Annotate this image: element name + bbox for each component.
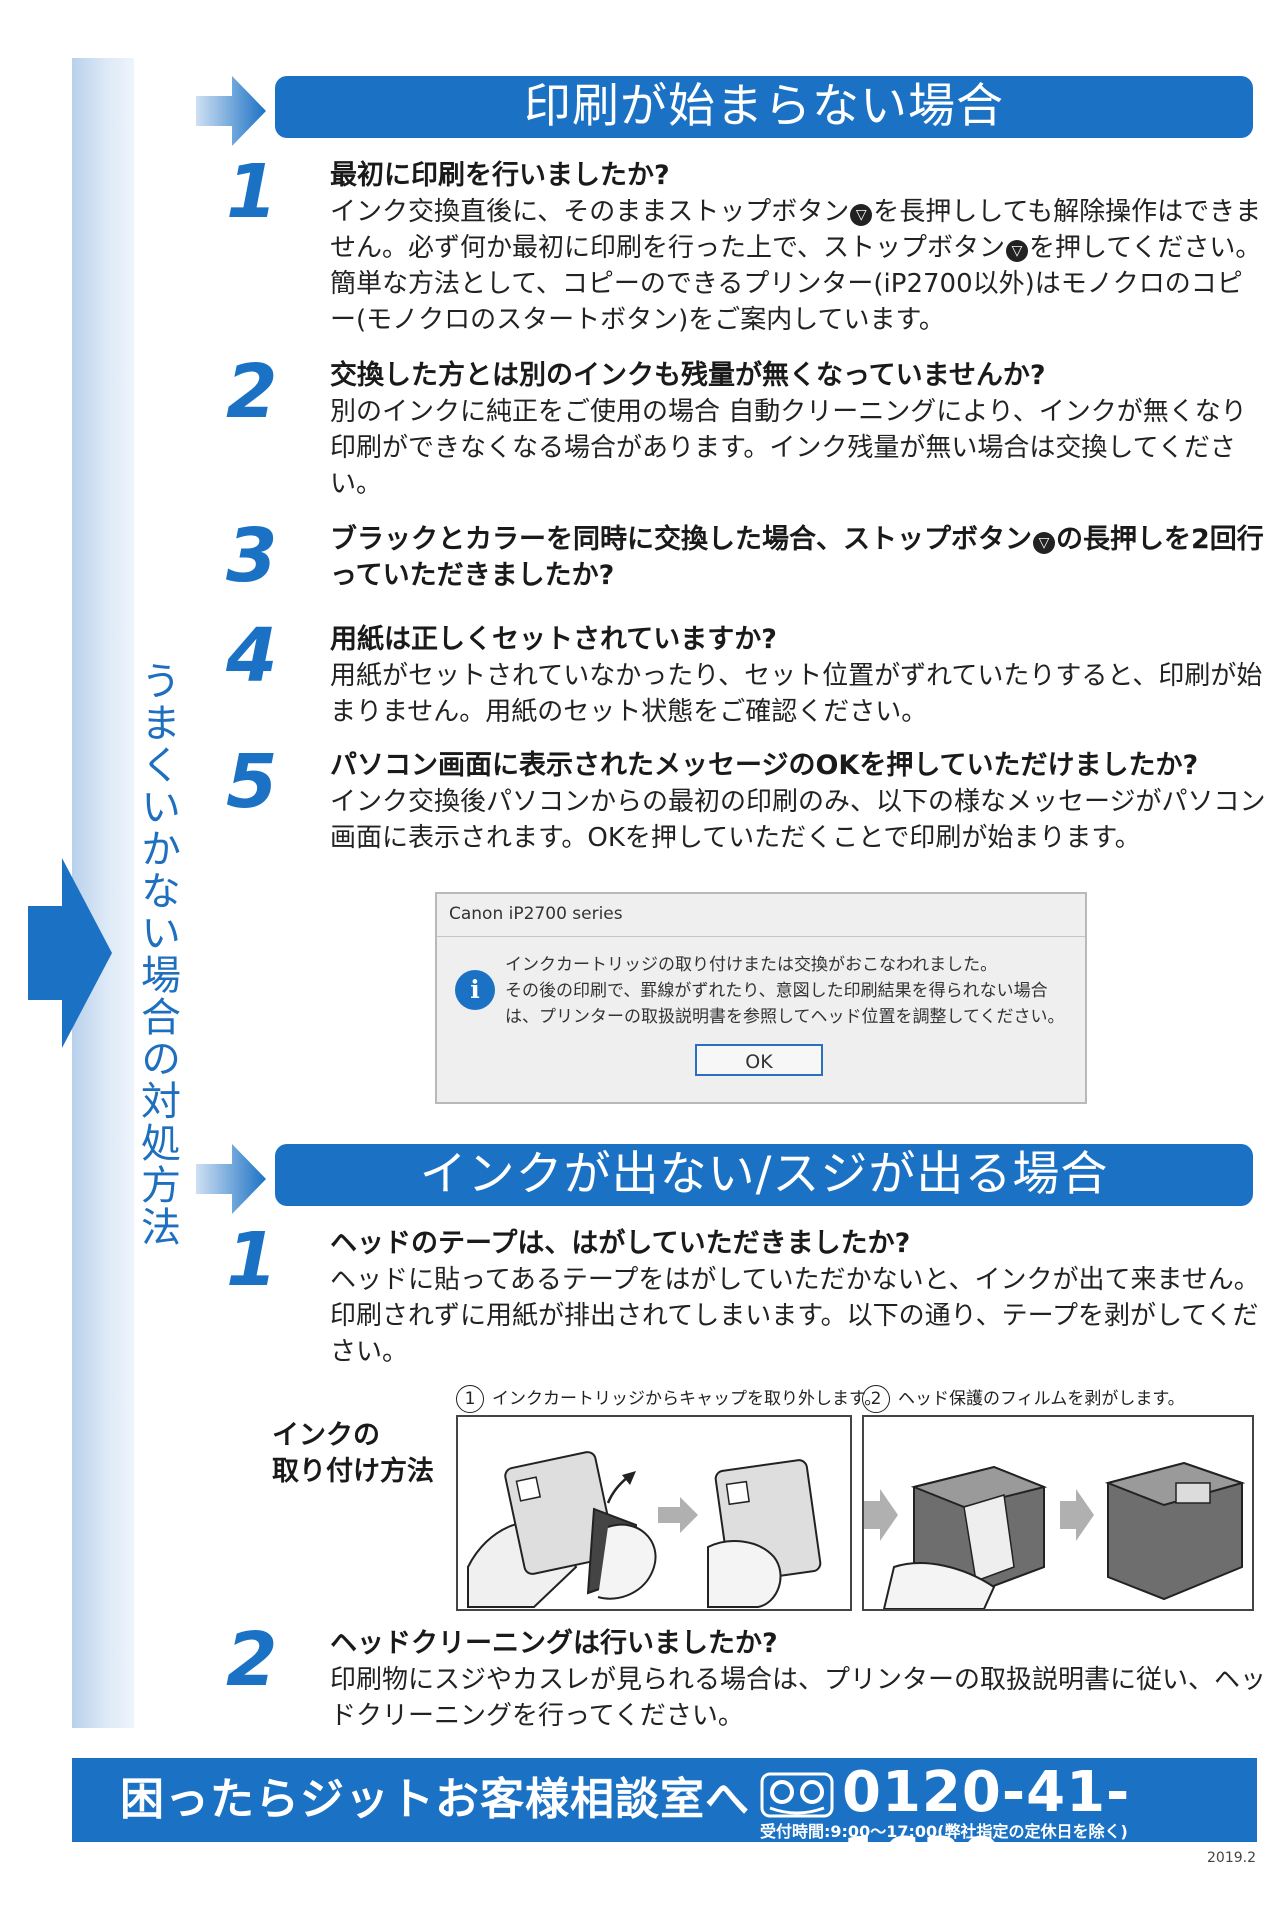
item-no-print-5: 5 パソコン画面に表示されたメッセージのOKを押していただけましたか? インク交… [226, 742, 1265, 853]
section-header-no-ink: インクが出ない/スジが出る場合 [275, 1144, 1253, 1206]
sidebar-arrow-icon [28, 858, 112, 1048]
dialog-divider [437, 936, 1085, 937]
dialog-title: Canon iP2700 series [449, 904, 623, 924]
illustration-remove-film [862, 1415, 1254, 1611]
step-text: インクカートリッジからキャップを取り外します。 [492, 1389, 882, 1409]
dialog-message: インクカートリッジの取り付けまたは交換がおこなわれました。 その後の印刷で、罫線… [505, 952, 1065, 1030]
dialog-message-line: は、プリンターの取扱説明書を参照してヘッド位置を調整してください。 [505, 1007, 1065, 1027]
dialog-message-line: その後の印刷で、罫線がずれたり、意図した印刷結果を得られない場合 [505, 981, 1048, 1001]
item-question: 用紙は正しくセットされていますか? [330, 624, 777, 655]
business-hours: 受付時間:9:00〜17:00(弊社指定の定休日を除く) [760, 1822, 1128, 1841]
item-number: 2 [226, 349, 278, 435]
item-question: パソコン画面に表示されたメッセージのOKを押していただけましたか? [330, 750, 1199, 781]
install-step-1: 1 インクカートリッジからキャップを取り外します。 [456, 1384, 881, 1413]
step-number: 1 [456, 1385, 484, 1413]
message-dialog: Canon iP2700 series i インクカートリッジの取り付けまたは交… [435, 892, 1087, 1104]
install-label-line: インクの [272, 1420, 380, 1451]
phone-number[interactable]: 0120-41-1630 [842, 1760, 1131, 1891]
dialog-message-line: インクカートリッジの取り付けまたは交換がおこなわれました。 [505, 955, 998, 975]
section-header-no-print: 印刷が始まらない場合 [275, 76, 1253, 138]
item-question: ヘッドのテープは、はがしていただきましたか? [330, 1228, 911, 1259]
item-no-ink-2: 2 ヘッドクリーニングは行いましたか? 印刷物にスジやカスレが見られる場合は、プ… [226, 1620, 1266, 1731]
install-label-line: 取り付け方法 [272, 1456, 434, 1487]
item-number: 2 [226, 1617, 278, 1703]
step-text: ヘッド保護のフィルムを剥がします。 [898, 1389, 1185, 1409]
item-question: ヘッドクリーニングは行いましたか? [330, 1628, 778, 1659]
section-arrow-icon [196, 1144, 266, 1214]
item-answer: 用紙がセットされていなかったり、セット位置がずれていたりすると、印刷が始まりませ… [330, 661, 1263, 727]
item-answer: ヘッドに貼ってあるテープをはがしていただかないと、インクが出て来ません。印刷され… [330, 1265, 1260, 1367]
install-label: インクの 取り付け方法 [272, 1418, 434, 1490]
item-no-ink-1: 1 ヘッドのテープは、はがしていただきましたか? ヘッドに貼ってあるテープをはが… [226, 1220, 1260, 1367]
item-number: 4 [226, 613, 278, 699]
sidebar-band [72, 58, 134, 1728]
install-step-2: 2 ヘッド保護のフィルムを剥がします。 [862, 1384, 1185, 1413]
item-answer: インク交換直後に、そのままストップボタン▽を長押ししても解除操作はできません。必… [330, 197, 1262, 335]
item-answer: 別のインクに純正をご使用の場合 自動クリーニングにより、インクが無くなり印刷がで… [330, 397, 1247, 499]
ok-button[interactable]: OK [695, 1044, 823, 1076]
support-footer: 困ったらジットお客様相談室へ 0120-41-1630 受付時間:9:00〜17… [72, 1758, 1257, 1891]
section-arrow-icon [196, 76, 266, 146]
item-answer: インク交換後パソコンからの最初の印刷のみ、以下の様なメッセージがパソコン画面に表… [330, 787, 1266, 853]
sidebar-title: うまくいかない場合の対処方法 [134, 660, 180, 1248]
step-number: 2 [862, 1385, 890, 1413]
item-no-print-3: 3 ブラックとカラーを同時に交換した場合、ストップボタン▽の長押しを2回行ってい… [226, 516, 1264, 602]
item-no-print-2: 2 交換した方とは別のインクも残量が無くなっていませんか? 別のインクに純正をご… [226, 352, 1258, 499]
item-no-print-1: 1 最初に印刷を行いましたか? インク交換直後に、そのままストップボタン▽を長押… [226, 152, 1261, 335]
free-dial-icon [760, 1772, 834, 1818]
item-question: ブラックとカラーを同時に交換した場合、ストップボタン▽の長押しを2回行っていただ… [330, 524, 1264, 591]
item-question: 最初に印刷を行いましたか? [330, 160, 670, 191]
item-answer: 印刷物にスジやカスレが見られる場合は、プリンターの取扱説明書に従い、ヘッドクリー… [330, 1665, 1267, 1731]
item-question: 交換した方とは別のインクも残量が無くなっていませんか? [330, 360, 1046, 391]
item-no-print-4: 4 用紙は正しくセットされていますか? 用紙がセットされていなかったり、セット位… [226, 616, 1262, 727]
illustration-remove-cap [456, 1415, 852, 1611]
item-number: 1 [226, 149, 278, 235]
info-icon: i [455, 970, 495, 1010]
item-number: 3 [226, 513, 278, 599]
item-number: 5 [226, 739, 278, 825]
footer-text: 困ったらジットお客様相談室へ [120, 1774, 750, 1825]
issue-date: 2019.2 [1207, 1850, 1256, 1866]
item-number: 1 [226, 1217, 278, 1303]
